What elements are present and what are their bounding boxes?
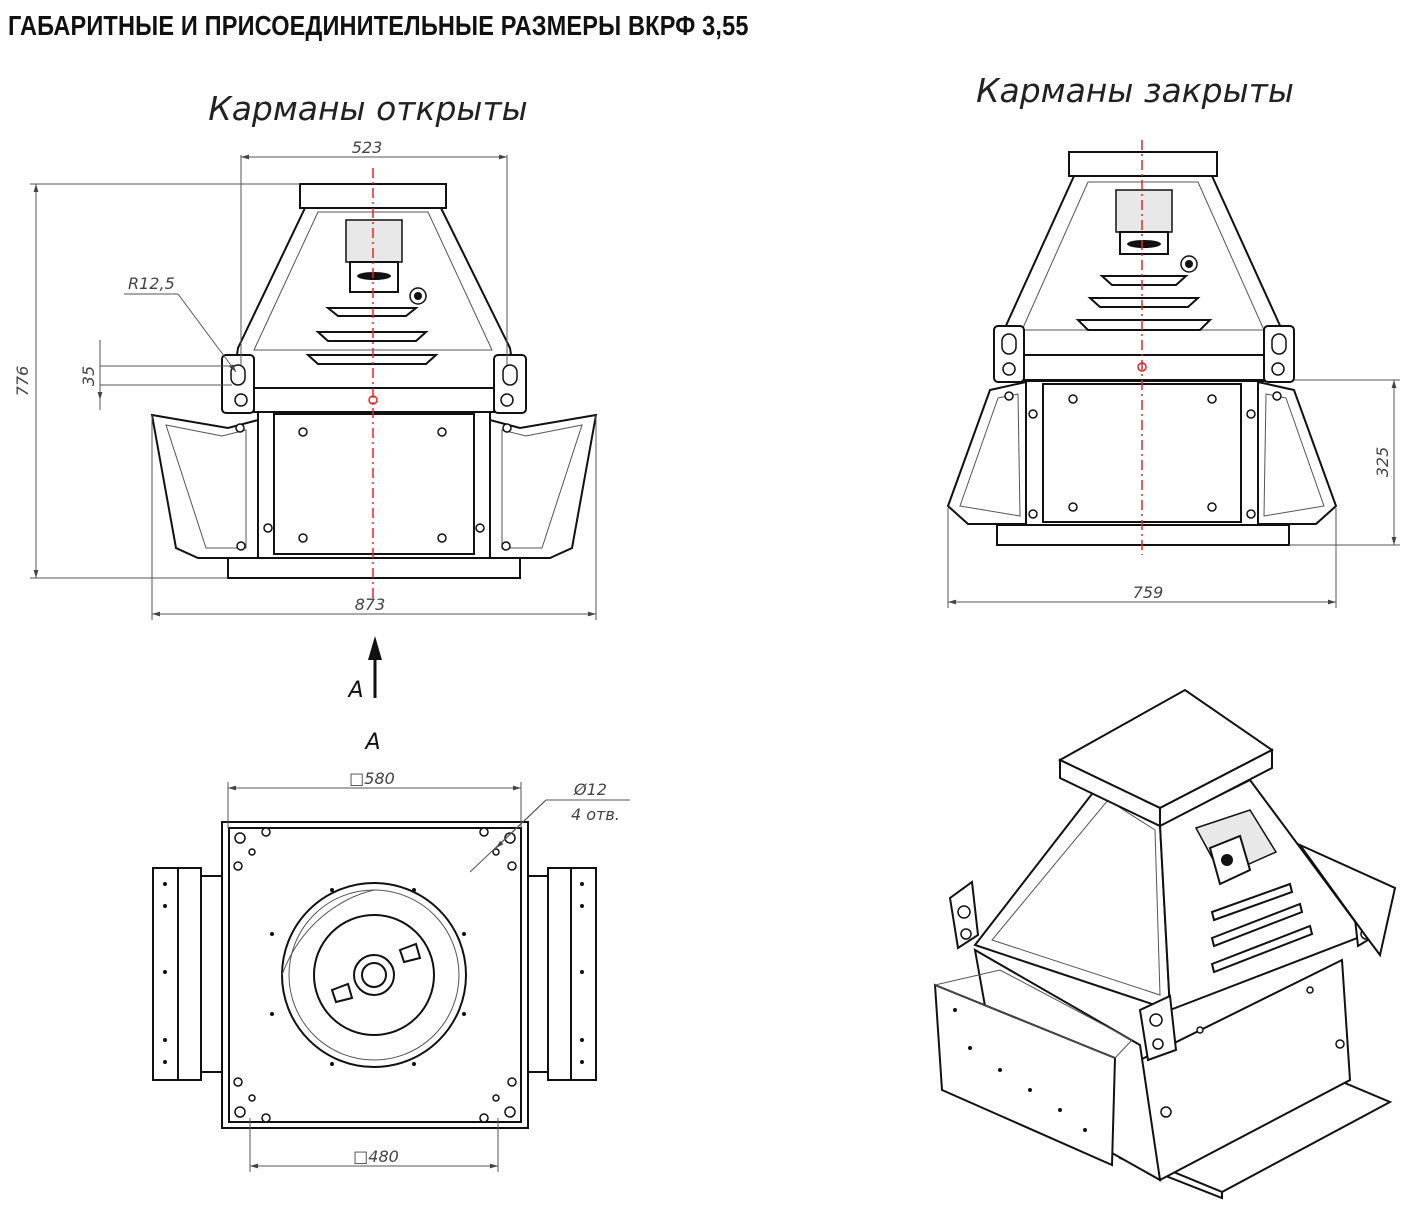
caption-pockets-open: Карманы открыты — [208, 89, 527, 128]
dim-square-base: □480 — [353, 1147, 399, 1166]
front-view-closed — [946, 140, 1338, 555]
dim-height-total: 776 — [13, 366, 32, 397]
dimensions-bottom: □580 □480 Ø12 4 отв. — [227, 769, 630, 1172]
dimensions-closed: 325 759 — [947, 379, 1400, 608]
view-label-a: А — [363, 730, 380, 755]
view-arrow-a: А А — [346, 636, 382, 755]
page-title: ГАБАРИТНЫЕ И ПРИСОЕДИНИТЕЛЬНЫЕ РАЗМЕРЫ В… — [8, 10, 749, 41]
dim-square-top: □580 — [349, 769, 395, 788]
arrow-label-a: А — [346, 678, 363, 703]
dim-width-closed: 759 — [1133, 583, 1164, 602]
dim-width-open: 873 — [355, 595, 386, 614]
dim-height-closed: 325 — [1373, 447, 1392, 478]
dimensions-open: 523 776 35 R12,5 873 — [13, 138, 597, 620]
dim-hole-diameter: Ø12 — [573, 780, 607, 799]
isometric-view — [933, 688, 1397, 1200]
dim-radius: R12,5 — [128, 274, 175, 293]
dim-slot: 35 — [79, 366, 98, 386]
front-view-open — [150, 168, 598, 598]
bottom-view-a — [152, 821, 597, 1129]
dim-hole-count: 4 отв. — [571, 805, 620, 824]
dim-width-top: 523 — [352, 138, 383, 157]
caption-pockets-closed: Карманы закрыты — [976, 71, 1294, 110]
